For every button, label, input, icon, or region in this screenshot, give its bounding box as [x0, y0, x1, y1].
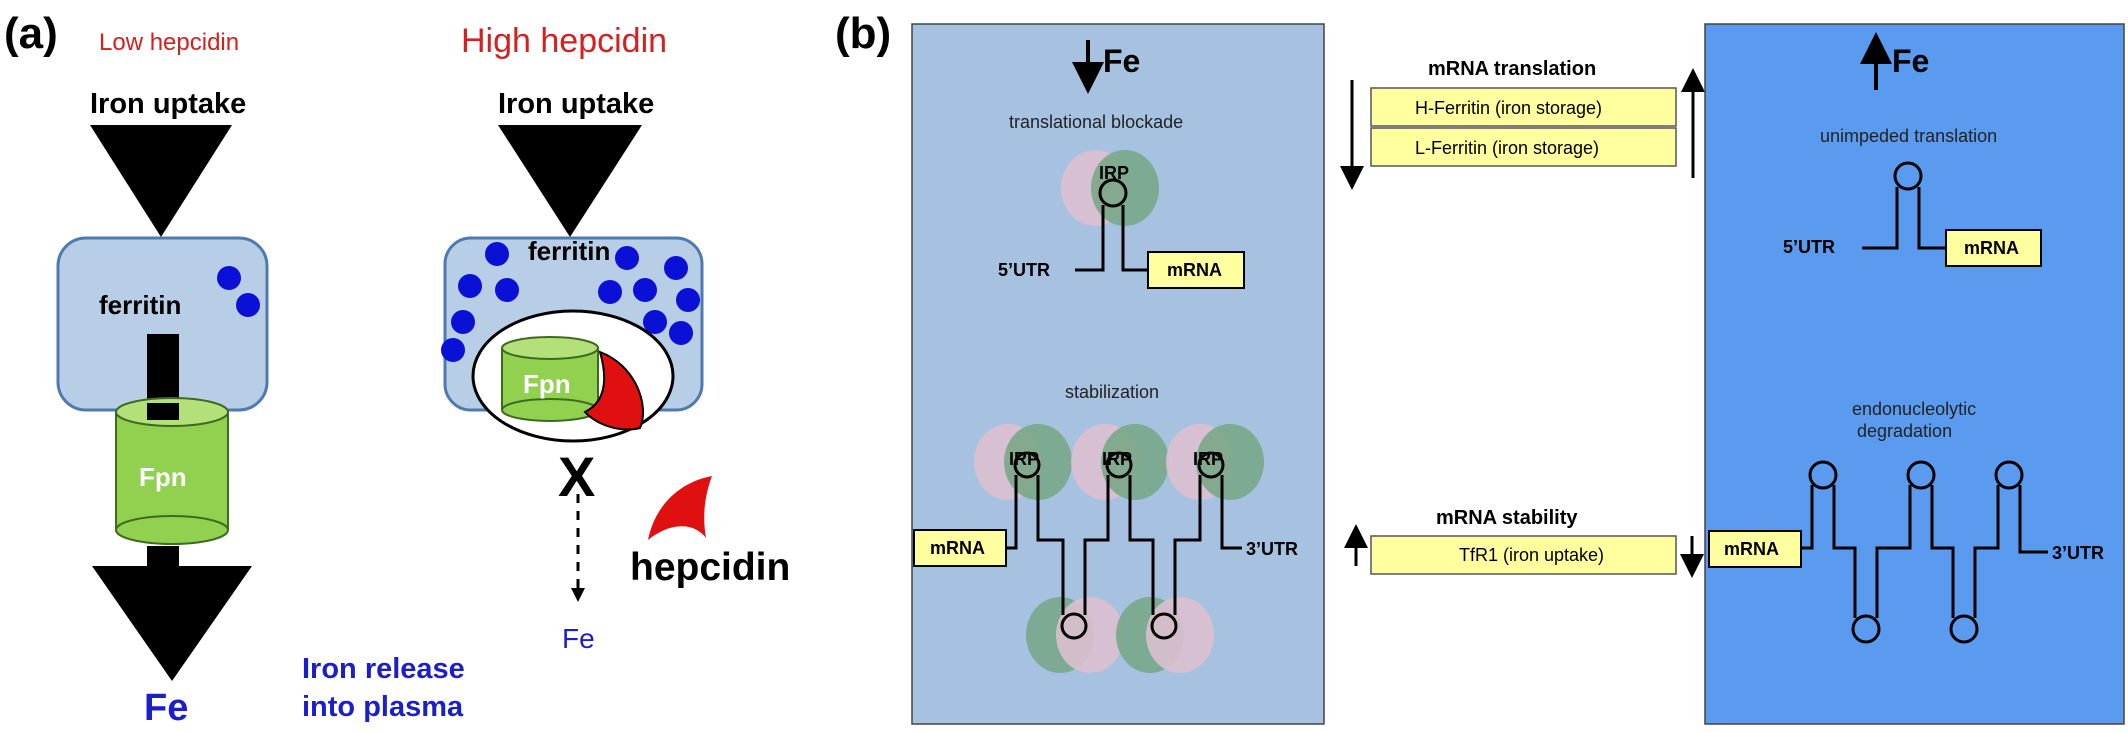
fpn-label-low: Fpn	[139, 462, 187, 492]
low-iron-background	[911, 23, 1325, 725]
mrna-label-top-left: mRNA	[1167, 260, 1222, 280]
irp-proteins-3utr-bottom	[1026, 597, 1214, 673]
ferritin-label-low: ferritin	[99, 290, 181, 320]
hepcidin-icon	[648, 476, 712, 540]
tfr1-box	[1370, 535, 1677, 575]
stem-loops-3utr-right	[1801, 485, 2048, 618]
mrna-box-bottom-left	[913, 529, 1007, 567]
ferritin-dot	[217, 266, 241, 290]
ferritin-dot	[236, 293, 260, 317]
mrna-label-bottom-right: mRNA	[1724, 539, 1779, 559]
regulation-legend: mRNA translation H-Ferritin (iron storag…	[1340, 58, 1705, 578]
high-iron-background	[1704, 23, 2125, 725]
utr5-label-left: 5’UTR	[998, 260, 1050, 280]
stem-loop-5utr-right	[1862, 187, 1946, 250]
fe-high-label: Fe	[1892, 43, 1929, 79]
irp-label: IRP	[1009, 449, 1039, 469]
ferritin-label-high: ferritin	[528, 236, 610, 266]
fe-label-high: Fe	[562, 623, 595, 654]
low-hepcidin-title: Low hepcidin	[99, 29, 239, 56]
mrna-label-bottom-left: mRNA	[930, 538, 985, 558]
unimpeded-translation-caption: unimpeded translation	[1820, 126, 1997, 146]
iron-uptake-arrow-icon	[90, 125, 232, 237]
h-ferritin-label: H-Ferritin (iron storage)	[1415, 98, 1602, 118]
mrna-box-top-left	[1147, 251, 1245, 289]
ferroportin-bottom	[115, 515, 229, 545]
fe-label-low: Fe	[144, 687, 188, 729]
irp-protein-5utr	[1061, 150, 1159, 226]
iron-release-arrow-icon	[92, 566, 252, 681]
low-iron-box: Fe translational blockade IRP 5’UTR mRNA…	[911, 23, 1325, 725]
high-hepcidin-diagram: High hepcidin Iron uptake ferritin Fpn X	[441, 22, 790, 654]
utr5-label-right: 5’UTR	[1783, 237, 1835, 257]
degradation-caption-line1: endonucleolytic	[1852, 399, 1976, 419]
low-iron-uptake-label: Iron uptake	[90, 88, 246, 120]
degradation-caption-line2: degradation	[1857, 421, 1952, 441]
utr3-label-right: 3’UTR	[2052, 543, 2104, 563]
mrna-stability-title: mRNA stability	[1436, 507, 1578, 529]
iron-release-line1: Iron release	[302, 653, 465, 685]
irp-label: IRP	[1193, 449, 1223, 469]
high-hepcidin-title: High hepcidin	[461, 22, 667, 60]
iron-uptake-arrow-icon	[498, 125, 642, 237]
hepcidin-bound-icon	[583, 350, 645, 431]
l-ferritin-label: L-Ferritin (iron storage)	[1415, 138, 1599, 158]
iron-flow-bar	[147, 334, 179, 404]
l-ferritin-box	[1370, 127, 1677, 167]
mrna-label-top-right: mRNA	[1964, 238, 2019, 258]
mrna-translation-title: mRNA translation	[1428, 58, 1596, 80]
hepcidin-label: hepcidin	[630, 546, 790, 589]
high-iron-box: Fe unimpeded translation 5’UTR mRNA endo…	[1704, 23, 2125, 725]
utr3-label-left: 3’UTR	[1246, 539, 1298, 559]
ferroportin-cylinder-low	[116, 412, 228, 530]
mrna-box-top-right	[1945, 229, 2042, 267]
translational-blockade-caption: translational blockade	[1009, 112, 1183, 132]
tfr1-label: TfR1 (iron uptake)	[1459, 545, 1604, 565]
stem-loop-5utr	[1075, 205, 1148, 272]
irp-label: IRP	[1102, 449, 1132, 469]
h-ferritin-box	[1370, 87, 1677, 127]
ferritin-dots-high	[441, 242, 700, 362]
high-iron-uptake-label: Iron uptake	[498, 88, 654, 120]
panel-b-label: (b)	[835, 9, 891, 58]
panel-a-label: (a)	[4, 9, 58, 58]
irp-label: IRP	[1099, 163, 1129, 183]
mrna-box-bottom-right	[1708, 530, 1802, 568]
fe-low-label: Fe	[1103, 43, 1140, 79]
stem-loops-3utr-left	[1006, 475, 1242, 615]
fpn-label-high: Fpn	[523, 369, 571, 399]
ferroportin-internalized	[501, 336, 599, 360]
low-hepcidin-diagram: Low hepcidin Iron uptake ferritin Fpn Fe	[56, 29, 269, 729]
stabilization-caption: stabilization	[1065, 382, 1159, 402]
iron-release-line2: into plasma	[302, 691, 464, 723]
